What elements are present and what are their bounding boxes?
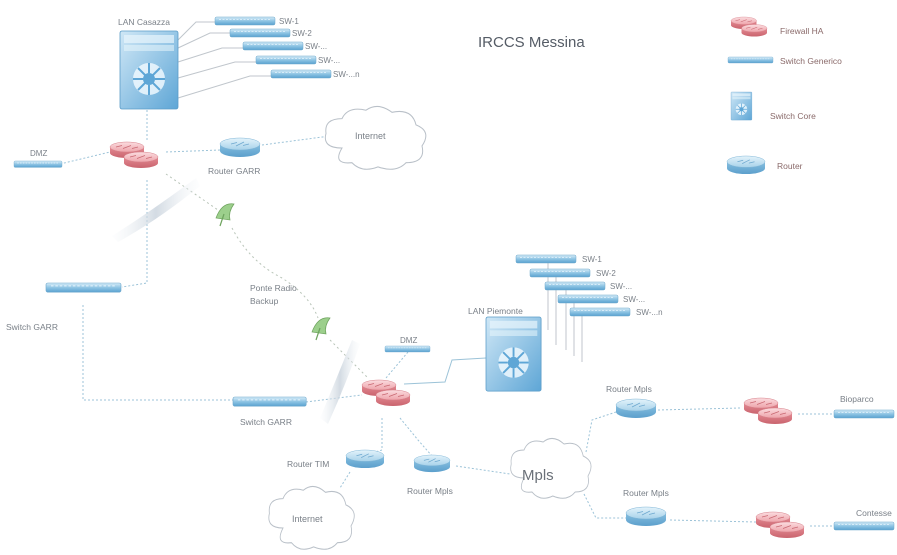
cloud-mpls-label: Mpls xyxy=(522,467,554,484)
switch-garr-left xyxy=(45,282,122,293)
link-radio-mid xyxy=(231,227,319,319)
switch-casazza-sw3 xyxy=(242,41,304,51)
radio-label-line1: Ponte Radio xyxy=(250,283,297,293)
router-mpls-piemonte xyxy=(413,454,451,473)
firewall-contesse xyxy=(756,512,804,538)
switch-piemonte-sw1 xyxy=(515,254,577,264)
link-firewall-router-tim xyxy=(367,418,383,455)
router-mpls-piemonte-label: Router Mpls xyxy=(407,486,453,496)
link-router-mpls-cloud xyxy=(455,465,511,475)
switch-core-piemonte xyxy=(485,316,543,393)
switch-piemonte-sw5 xyxy=(569,307,631,317)
radio-dish-bottom-icon xyxy=(311,317,331,341)
switch-piemonte-sw1-label: SW-1 xyxy=(582,255,602,264)
switch-piemonte-sw3-label: SW-... xyxy=(610,282,632,291)
switch-garr-left-label: Switch GARR xyxy=(6,322,58,332)
switch-dmz-casazza xyxy=(13,160,63,168)
legend-router-icon xyxy=(726,155,766,175)
link-firewall-router-garr xyxy=(165,149,221,153)
legend-router-label: Router xyxy=(777,161,803,171)
switch-casazza-sw2-label: SW-2 xyxy=(292,29,312,38)
dmz-piemonte-label: DMZ xyxy=(400,336,417,345)
switch-casazza-sw5 xyxy=(270,69,332,79)
firewall-piemonte xyxy=(362,380,410,406)
switch-piemonte-sw3 xyxy=(544,281,606,291)
link-router-tim-internet xyxy=(339,471,351,489)
switch-dmz-piemonte xyxy=(384,345,431,353)
link-casazza-sw2 xyxy=(177,32,230,49)
legend-switch-icon xyxy=(727,56,774,64)
switch-contesse xyxy=(833,521,895,531)
switch-core-casazza xyxy=(119,30,179,110)
link-casazza-sw3 xyxy=(177,47,243,63)
link-casazza-sw5 xyxy=(177,75,271,99)
switch-garr-bottom-label: Switch GARR xyxy=(240,417,292,427)
switch-piemonte-sw4 xyxy=(557,294,619,304)
link-firewall-core-piemonte xyxy=(403,357,487,385)
bioparco-label: Bioparco xyxy=(840,394,874,404)
radio-beam-top xyxy=(112,178,200,242)
link-switch-garr-left-bottom xyxy=(82,305,233,401)
link-router-firewall-bioparco xyxy=(657,407,741,411)
link-casazza-sw4 xyxy=(177,61,256,79)
switch-piemonte-sw2-label: SW-2 xyxy=(596,269,616,278)
link-router-firewall-contesse xyxy=(669,519,757,523)
link-casazza-sw1 xyxy=(177,21,215,41)
remote-sites: Router Mpls Bioparco Router Mpls Contess… xyxy=(606,384,895,538)
link-cloud-router-top xyxy=(585,411,617,453)
switch-piemonte-sw2 xyxy=(529,268,591,278)
link-cloud-router-bottom xyxy=(583,493,626,519)
link-piemonte-sw5 xyxy=(570,312,583,362)
router-mpls-bottom-label: Router Mpls xyxy=(623,488,669,498)
radio-beam-bottom xyxy=(320,340,360,424)
switch-piemonte-sw5-label: SW-...n xyxy=(636,308,663,317)
dmz-casazza-label: DMZ xyxy=(30,149,47,158)
cloud-internet-piemonte-label: Internet xyxy=(292,514,323,524)
diagram-title: IRCCS Messina xyxy=(478,34,585,51)
router-mpls-bottom xyxy=(625,506,667,527)
router-tim xyxy=(345,449,385,469)
legend-switch-label: Switch Generico xyxy=(780,56,842,66)
legend-core-label: Switch Core xyxy=(770,111,816,121)
link-firewall-router-mpls xyxy=(399,417,433,457)
radio-dish-top-icon xyxy=(215,203,235,227)
site-piemonte: SW-1 SW-2 SW-... SW-... SW-...n LAN Piem… xyxy=(232,254,663,550)
router-mpls-top-label: Router Mpls xyxy=(606,384,652,394)
lan-piemonte-label: LAN Piemonte xyxy=(468,306,523,316)
cloud-internet-casazza-label: Internet xyxy=(355,131,386,141)
switch-bioparco xyxy=(833,409,895,419)
router-mpls-top xyxy=(615,398,657,419)
legend-core-icon xyxy=(730,91,753,121)
switch-casazza-sw1 xyxy=(214,16,276,26)
radio-label-line2: Backup xyxy=(250,296,279,306)
legend-firewall-label: Firewall HA xyxy=(780,26,824,36)
contesse-label: Contesse xyxy=(856,508,892,518)
router-garr-label: Router GARR xyxy=(208,166,260,176)
link-dmz-firewall-piemonte xyxy=(385,351,409,379)
router-tim-label: Router TIM xyxy=(287,459,329,469)
switch-piemonte-sw4-label: SW-... xyxy=(623,295,645,304)
switch-casazza-sw4-label: SW-... xyxy=(318,56,340,65)
switch-garr-bottom xyxy=(232,396,307,407)
radio-backup: Ponte Radio Backup xyxy=(112,178,360,424)
site-casazza: LAN Casazza SW-1 SW-2 SW-... SW-... SW-.… xyxy=(13,16,427,176)
legend: Firewall HA Switch Generico Switch Core … xyxy=(726,17,842,175)
link-router-internet xyxy=(261,135,331,146)
firewall-bioparco xyxy=(744,398,792,424)
switch-casazza-sw1-label: SW-1 xyxy=(279,17,299,26)
switch-casazza-sw3-label: SW-... xyxy=(305,42,327,51)
link-dmz-firewall-casazza xyxy=(59,151,111,165)
switch-casazza-sw5-label: SW-...n xyxy=(333,70,360,79)
legend-firewall-icon xyxy=(731,17,767,37)
router-garr xyxy=(219,137,261,158)
switch-casazza-sw4 xyxy=(255,55,317,65)
lan-casazza-label: LAN Casazza xyxy=(118,17,170,27)
firewall-casazza xyxy=(110,142,158,168)
switch-casazza-sw2 xyxy=(229,28,291,38)
